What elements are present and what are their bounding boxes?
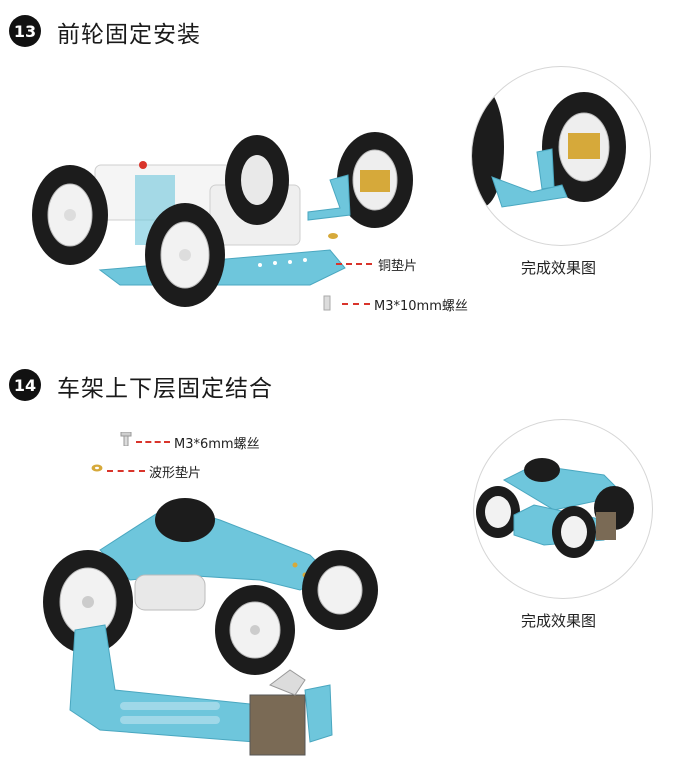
completed-car-illustration bbox=[474, 420, 652, 598]
step-13: 13 前轮固定安装 铜垫片 M3*10mm螺丝 bbox=[0, 0, 691, 340]
screw-icon bbox=[120, 432, 132, 446]
front-wheel-assembly-illustration bbox=[30, 120, 470, 320]
completed-result-circle bbox=[473, 419, 653, 599]
screw-leader-line bbox=[342, 303, 370, 305]
washer-leader-line bbox=[336, 263, 372, 265]
completed-result-circle bbox=[471, 66, 651, 246]
step-14: 14 车架上下层固定结合 M3*6mm螺丝 波形垫片 bbox=[0, 360, 691, 773]
completed-wheel-illustration bbox=[472, 67, 650, 245]
step-title: 车架上下层固定结合 bbox=[57, 369, 273, 403]
frame-assembly-illustration bbox=[40, 480, 380, 770]
washer-icon bbox=[91, 464, 103, 472]
screw-label: M3*6mm螺丝 bbox=[174, 433, 260, 452]
completed-caption: 完成效果图 bbox=[521, 610, 596, 631]
step-number-badge: 14 bbox=[9, 369, 41, 401]
washer-label: 波形垫片 bbox=[149, 462, 201, 481]
screw-label: M3*10mm螺丝 bbox=[374, 295, 468, 314]
washer-leader-line bbox=[107, 470, 145, 472]
step-title: 前轮固定安装 bbox=[57, 15, 201, 49]
washer-label: 铜垫片 bbox=[378, 255, 417, 274]
step-number-badge: 13 bbox=[9, 15, 41, 47]
completed-caption: 完成效果图 bbox=[521, 257, 596, 278]
screw-leader-line bbox=[136, 441, 170, 443]
